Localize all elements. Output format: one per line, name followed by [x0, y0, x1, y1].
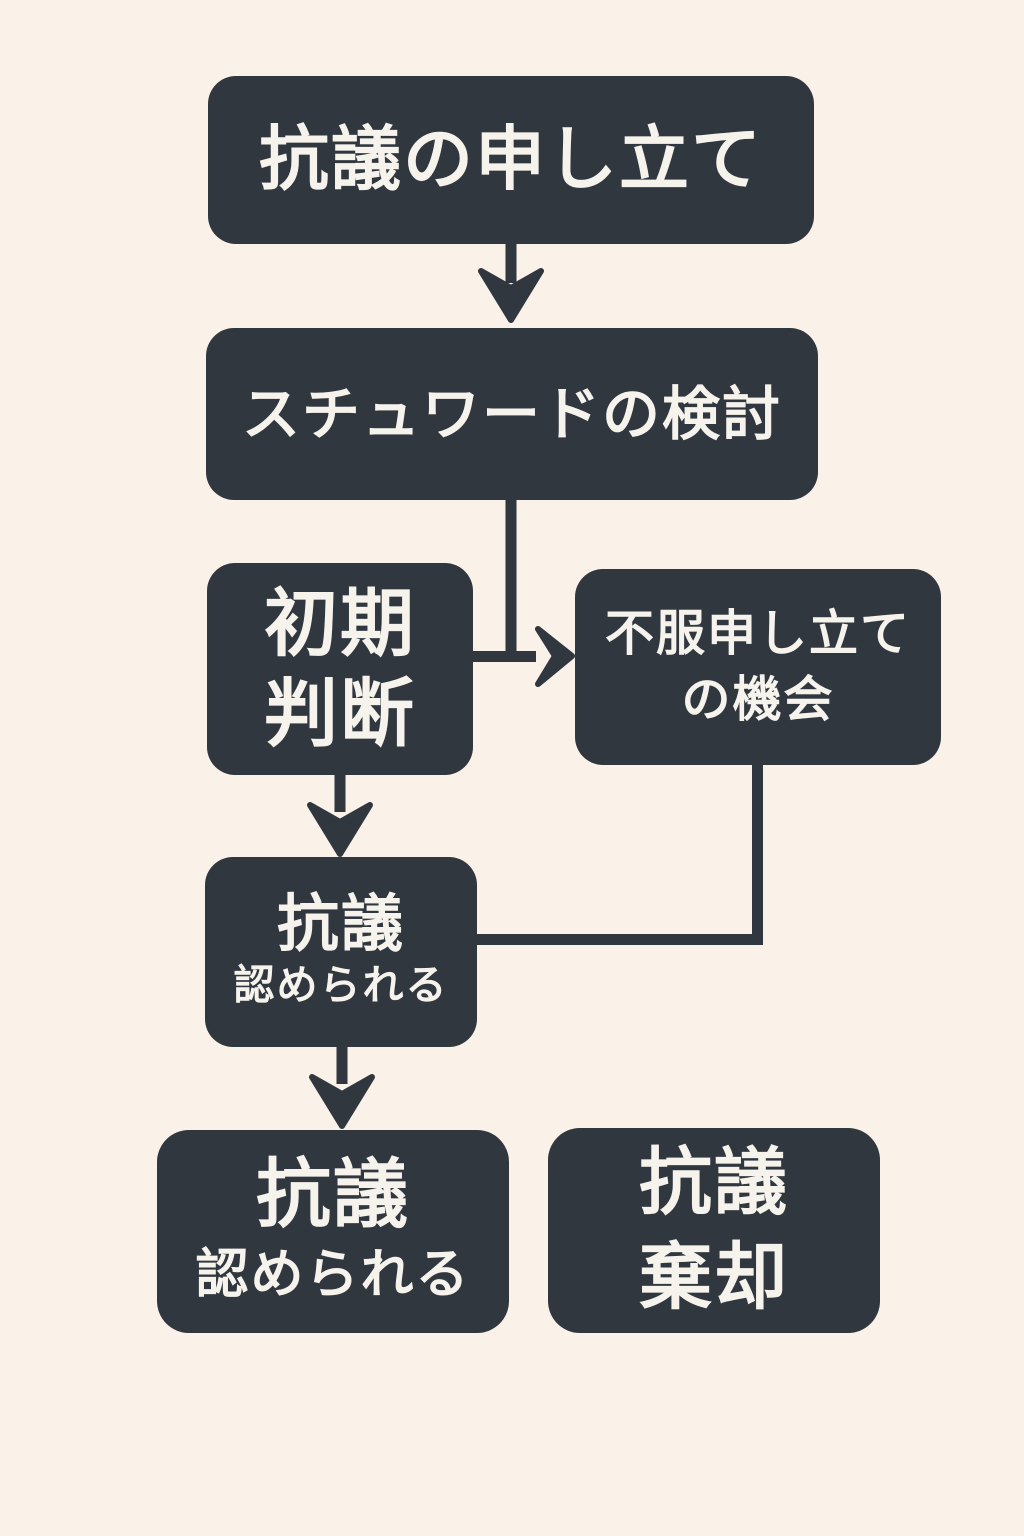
- node-label: 抗議: [639, 1139, 789, 1225]
- arrow-down-icon: [309, 1074, 375, 1129]
- node-appeal-opportunity: 不服申し立て の機会: [575, 569, 941, 765]
- arrow-down-icon: [478, 268, 544, 323]
- arrow-right-icon: [535, 626, 575, 687]
- node-label: 判断: [264, 671, 416, 757]
- node-protest-dismissed: 抗議 棄却: [548, 1128, 880, 1333]
- node-protest-filed: 抗議の申し立て: [208, 76, 814, 244]
- node-protest-upheld: 抗議 認められる: [205, 857, 477, 1047]
- node-initial-decision: 初期 判断: [207, 563, 473, 775]
- node-label: 認められる: [195, 1243, 471, 1305]
- node-label: スチュワードの検討: [241, 379, 782, 448]
- node-label: 抗議: [276, 887, 405, 961]
- node-label: 初期: [264, 580, 416, 667]
- arrow-down-icon: [307, 802, 373, 857]
- node-protest-upheld-final: 抗議 認められる: [157, 1130, 509, 1333]
- node-label: 棄却: [639, 1234, 789, 1320]
- node-label: 不服申し立て: [604, 604, 911, 662]
- node-label: 抗議: [255, 1150, 410, 1239]
- node-label: の機会: [681, 671, 835, 728]
- connector-elbow-line: [477, 762, 763, 945]
- node-steward-review: スチュワードの検討: [206, 328, 818, 500]
- node-label: 認められる: [233, 961, 449, 1010]
- node-label: 抗議の申し立て: [259, 118, 763, 201]
